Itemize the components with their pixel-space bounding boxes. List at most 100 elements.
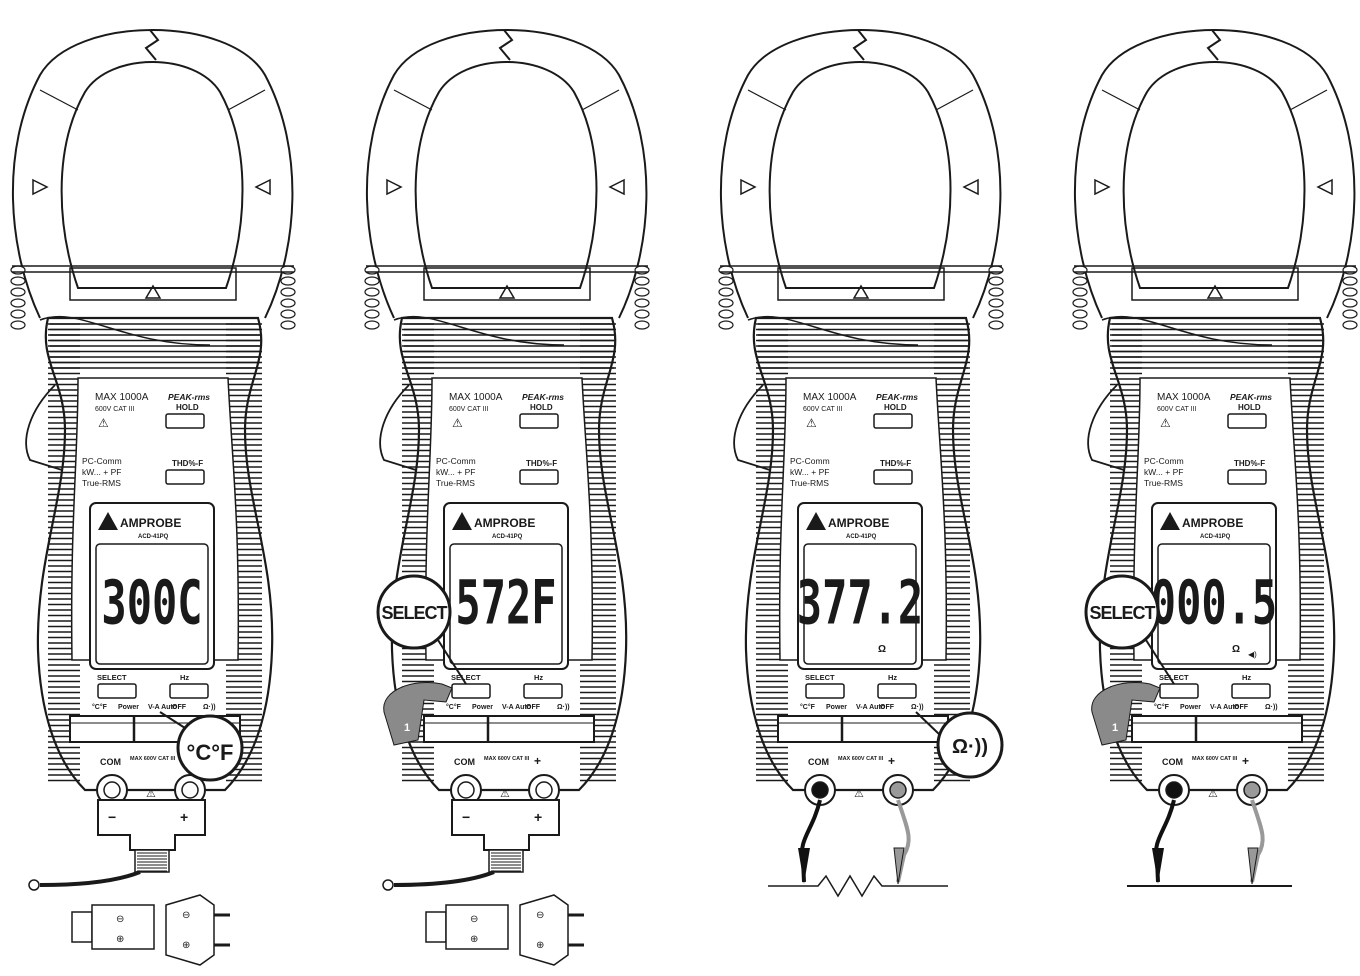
socket-minus-pin: ⊖ — [182, 910, 190, 921]
warning-icon: ⚠ — [806, 416, 817, 430]
select-callout-label: SELECT — [1089, 603, 1155, 623]
model-label: ACD-41PQ — [492, 534, 523, 540]
mode-callout-label: °C°F — [187, 740, 234, 765]
rib-right — [1342, 265, 1358, 275]
plug-body-small — [71, 911, 93, 943]
pressing-finger-icon — [1091, 681, 1161, 746]
thermocouple-adapter — [97, 799, 206, 851]
jaw-trigger — [379, 384, 417, 471]
rib-right — [280, 320, 296, 330]
dial-position-label: °C°F — [800, 703, 816, 711]
clamp-jaw-inner — [768, 61, 952, 289]
com-terminal-socket — [811, 781, 829, 799]
thermocouple-adapter — [451, 799, 560, 851]
warning-icon: ⚠ — [1160, 416, 1171, 430]
rib-left — [718, 309, 734, 319]
jaw-split-line — [852, 29, 868, 61]
com-label: COM — [808, 757, 829, 767]
plus-terminal-label: + — [534, 754, 541, 768]
dial-position-label: V-A Auto — [502, 704, 531, 711]
dial-position-label: OFF — [880, 704, 895, 711]
peak-rms-label: PEAK-rms — [522, 392, 564, 402]
terminal-warning-icon: ⚠ — [854, 788, 864, 800]
jaw-guard-bar — [1131, 267, 1299, 301]
plus-terminal-socket — [181, 781, 199, 799]
feature-label: PC-Comm — [82, 456, 122, 466]
callout-pointer — [159, 711, 186, 729]
rib-right — [280, 298, 296, 308]
plus-terminal-socket — [535, 781, 553, 799]
jaw-center-mark — [498, 284, 516, 299]
rib-right — [1342, 309, 1358, 319]
rib-left — [1072, 298, 1088, 308]
callout-pointer — [915, 711, 941, 736]
select-button — [451, 683, 491, 699]
jaw-alignment-mark-left — [32, 178, 49, 196]
jaw-segment-line — [227, 89, 266, 111]
hz-button — [1231, 683, 1271, 699]
dial-position-label: °C°F — [1154, 703, 1170, 711]
jaw-center-mark — [1206, 284, 1224, 299]
rib-left — [1072, 309, 1088, 319]
rib-right — [634, 320, 650, 330]
peak-rms-label: PEAK-rms — [1230, 392, 1272, 402]
jaw-alignment-mark-left — [1094, 178, 1111, 196]
rib-left — [364, 276, 380, 286]
hz-button — [877, 683, 917, 699]
rib-left — [718, 287, 734, 297]
rib-right — [634, 287, 650, 297]
rib-left — [718, 276, 734, 286]
jaw-alignment-mark-right — [608, 178, 625, 196]
select-callout-label: SELECT — [381, 603, 447, 623]
terminal-warning-icon: ⚠ — [146, 788, 156, 800]
jaw-segment-line — [747, 89, 787, 111]
black-probe-tip — [798, 848, 810, 884]
rib-left — [364, 298, 380, 308]
dial-position-label: V-A Auto — [856, 704, 885, 711]
cat-rating-label: 600V CAT III — [449, 406, 488, 413]
hold-label: HOLD — [176, 403, 199, 412]
plug-face — [91, 904, 155, 950]
com-terminal-socket — [1165, 781, 1183, 799]
dial-position-label: V-A Auto — [1210, 704, 1239, 711]
jaw-center-mark — [144, 284, 162, 299]
terminal-warning-icon: ⚠ — [500, 788, 510, 800]
thd-button — [519, 469, 559, 485]
socket-plus-pin: ⊕ — [182, 940, 190, 951]
step-number-badge: 1 — [1112, 722, 1118, 734]
thd-label: THD%-F — [1234, 459, 1265, 468]
jaw-split-line — [1206, 29, 1222, 61]
callout-pointer — [1145, 639, 1175, 685]
jaw-alignment-mark-right — [962, 178, 979, 196]
terminal-warning-icon: ⚠ — [1208, 788, 1218, 800]
function-switch — [1131, 715, 1303, 743]
dial-position-label: OFF — [526, 704, 541, 711]
jaw-segment-line — [1289, 89, 1328, 111]
com-label: COM — [100, 757, 121, 767]
rib-left — [364, 320, 380, 330]
rib-left — [718, 298, 734, 308]
cat-rating-label: 600V CAT III — [1157, 406, 1196, 413]
rib-right — [280, 287, 296, 297]
jaw-cable-loop — [393, 315, 565, 346]
terminal-rating: MAX 600V CAT III — [484, 756, 530, 762]
rib-right — [988, 298, 1004, 308]
cat-rating-label: 600V CAT III — [803, 406, 842, 413]
black-probe-tip — [1152, 848, 1164, 884]
max-rating-label: MAX 1000A — [803, 392, 857, 403]
lcd-reading: 000.5 — [1151, 568, 1277, 639]
feature-label: True-RMS — [436, 478, 475, 488]
plug-socket — [519, 894, 569, 966]
red-probe-tip — [893, 847, 905, 885]
rib-right — [1342, 298, 1358, 308]
select-label: SELECT — [451, 673, 481, 682]
select-callout-bubble — [376, 574, 452, 650]
red-test-lead — [896, 799, 911, 883]
feature-label: kW... + PF — [790, 467, 829, 477]
rib-left — [10, 287, 26, 297]
thd-label: THD%-F — [526, 459, 557, 468]
rib-right — [1342, 276, 1358, 286]
